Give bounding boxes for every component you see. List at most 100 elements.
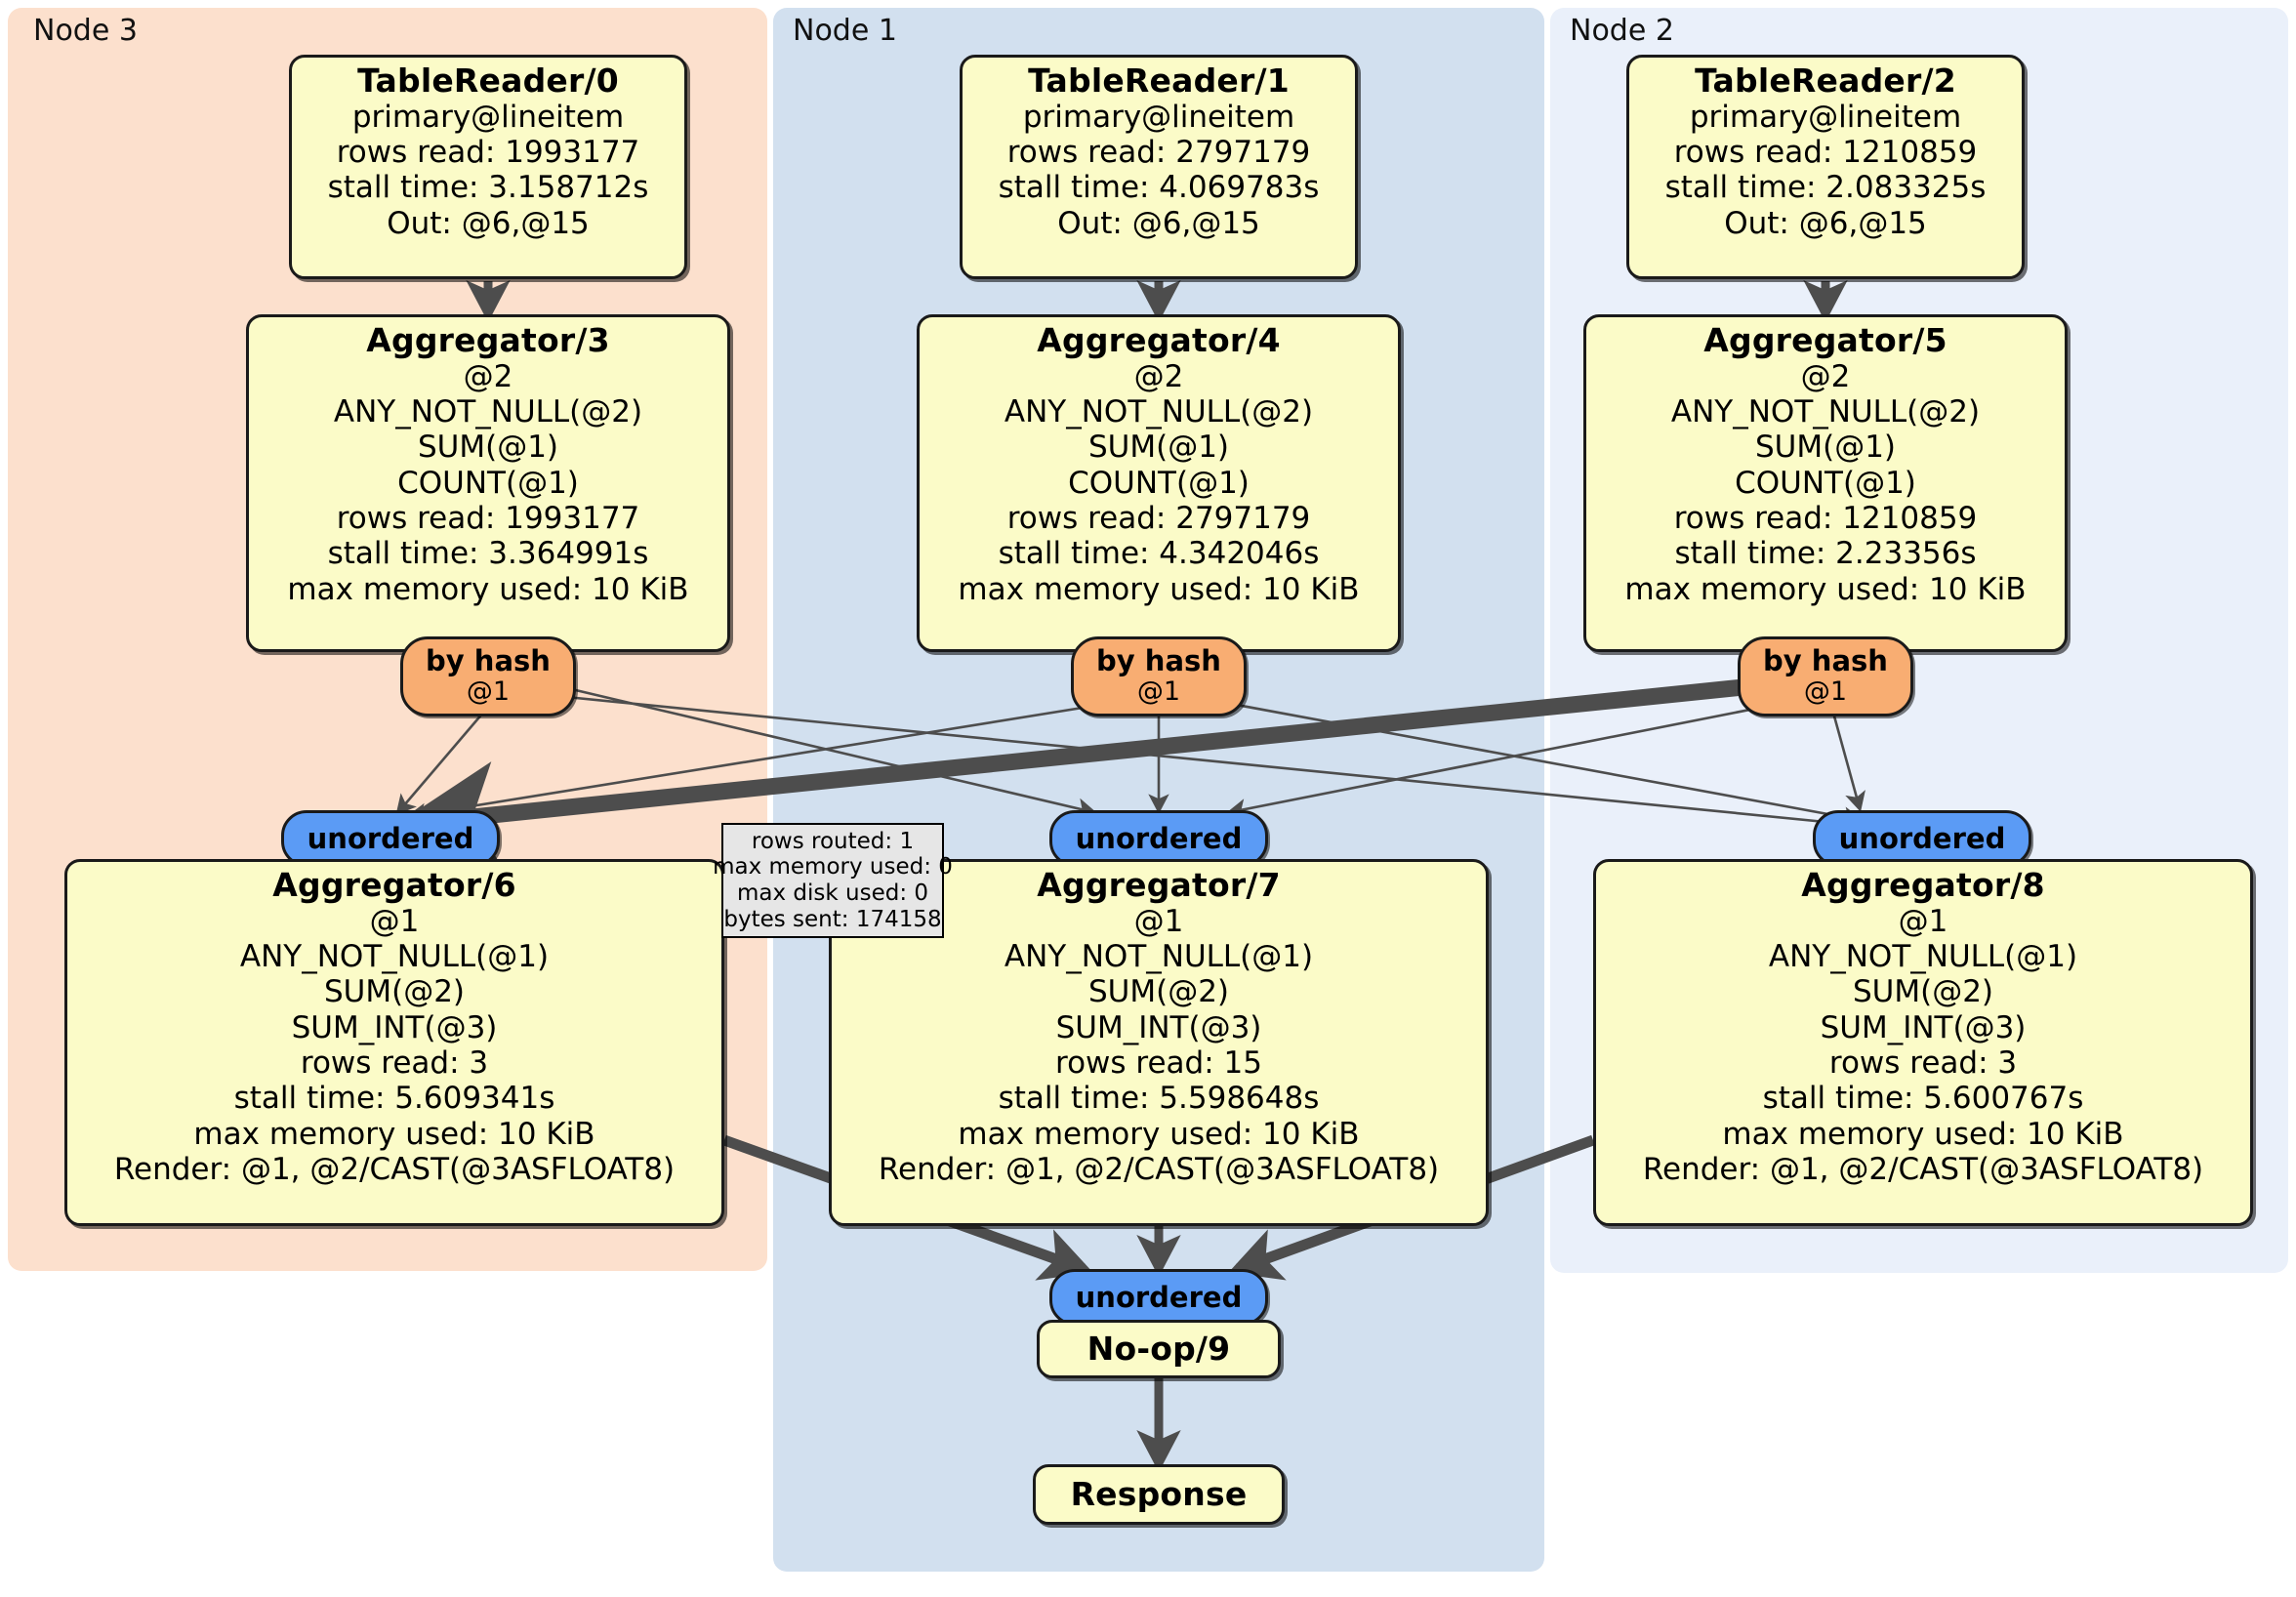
- node-title: Aggregator/4: [1037, 321, 1281, 359]
- tooltip-line: rows routed: 1: [751, 828, 915, 854]
- tooltip-line: max disk used: 0: [736, 880, 929, 906]
- node-line: SUM_INT(@3): [1820, 1009, 2027, 1045]
- stream-unordered-right[interactable]: unordered: [1813, 810, 2031, 867]
- node-line: rows read: 2797179: [1006, 501, 1311, 537]
- router-sublabel: @1: [466, 676, 511, 708]
- edge-stats-tooltip: rows routed: 1 max memory used: 0 max di…: [713, 823, 953, 938]
- node-line: ANY_NOT_NULL(@2): [1004, 394, 1314, 430]
- node-line: stall time: 3.158712s: [327, 170, 649, 206]
- node-title: No-op/9: [1086, 1329, 1231, 1368]
- node-line: Out: @6,@15: [1057, 205, 1260, 241]
- node-line: COUNT(@1): [1068, 465, 1250, 501]
- stream-unordered-final[interactable]: unordered: [1049, 1269, 1268, 1326]
- cluster-label-node1: Node 1: [793, 14, 897, 48]
- node-line: stall time: 5.598648s: [998, 1081, 1320, 1117]
- node-line: primary@lineitem: [1689, 99, 1962, 135]
- stream-label: unordered: [1075, 1280, 1243, 1314]
- node-line: @1: [1133, 903, 1184, 939]
- node-line: stall time: 2.23356s: [1674, 536, 1977, 572]
- node-line: rows read: 3: [1828, 1045, 2018, 1082]
- node-line: rows read: 2797179: [1006, 135, 1311, 171]
- node-line: stall time: 5.609341s: [233, 1081, 555, 1117]
- node-tablereader-2[interactable]: TableReader/2 primary@lineitem rows read…: [1626, 55, 2025, 279]
- stream-unordered-center[interactable]: unordered: [1049, 810, 1268, 867]
- node-line: ANY_NOT_NULL(@1): [1004, 939, 1314, 975]
- node-line: COUNT(@1): [1735, 465, 1916, 501]
- node-aggregator-3[interactable]: Aggregator/3 @2 ANY_NOT_NULL(@2) SUM(@1)…: [246, 314, 730, 652]
- node-title: TableReader/0: [357, 61, 619, 100]
- node-line: rows read: 1993177: [336, 501, 640, 537]
- node-line: Render: @1, @2/CAST(@3ASFLOAT8): [878, 1151, 1440, 1187]
- node-line: rows read: 3: [300, 1045, 489, 1082]
- node-aggregator-5[interactable]: Aggregator/5 @2 ANY_NOT_NULL(@2) SUM(@1)…: [1583, 314, 2068, 652]
- node-line: max memory used: 10 KiB: [1722, 1116, 2124, 1152]
- node-line: stall time: 2.083325s: [1664, 170, 1987, 206]
- stream-label: unordered: [1075, 821, 1243, 855]
- node-line: ANY_NOT_NULL(@1): [1768, 939, 2078, 975]
- node-line: rows read: 1210859: [1673, 501, 1978, 537]
- node-title: Aggregator/5: [1703, 321, 1948, 359]
- node-line: primary@lineitem: [1022, 99, 1295, 135]
- node-aggregator-8[interactable]: Aggregator/8 @1 ANY_NOT_NULL(@1) SUM(@2)…: [1593, 859, 2253, 1226]
- node-noop-9[interactable]: No-op/9: [1037, 1320, 1281, 1378]
- node-line: max memory used: 10 KiB: [958, 1116, 1360, 1152]
- node-line: SUM(@1): [417, 430, 559, 466]
- node-line: ANY_NOT_NULL(@1): [239, 939, 550, 975]
- router-by-hash-center[interactable]: by hash @1: [1071, 636, 1247, 717]
- tooltip-line: bytes sent: 174158: [723, 906, 942, 932]
- node-line: rows read: 1993177: [336, 135, 640, 171]
- cluster-label-node3: Node 3: [33, 14, 138, 48]
- node-line: Out: @6,@15: [387, 205, 590, 241]
- node-line: COUNT(@1): [397, 465, 579, 501]
- node-line: Out: @6,@15: [1724, 205, 1927, 241]
- node-title: Aggregator/3: [366, 321, 610, 359]
- stream-label: unordered: [307, 821, 474, 855]
- node-line: max memory used: 10 KiB: [958, 571, 1360, 607]
- node-line: SUM(@2): [1087, 974, 1230, 1010]
- node-line: @2: [1800, 358, 1851, 394]
- node-line: SUM_INT(@3): [1055, 1009, 1262, 1045]
- router-sublabel: @1: [1136, 676, 1181, 708]
- node-tablereader-1[interactable]: TableReader/1 primary@lineitem rows read…: [960, 55, 1358, 279]
- node-line: ANY_NOT_NULL(@2): [333, 394, 643, 430]
- node-line: Render: @1, @2/CAST(@3ASFLOAT8): [1642, 1151, 2204, 1187]
- node-aggregator-6[interactable]: Aggregator/6 @1 ANY_NOT_NULL(@1) SUM(@2)…: [64, 859, 724, 1226]
- node-tablereader-0[interactable]: TableReader/0 primary@lineitem rows read…: [289, 55, 687, 279]
- node-line: stall time: 5.600767s: [1762, 1081, 2084, 1117]
- node-line: max memory used: 10 KiB: [287, 571, 689, 607]
- node-line: SUM(@2): [323, 974, 466, 1010]
- router-by-hash-left[interactable]: by hash @1: [400, 636, 576, 717]
- node-line: primary@lineitem: [351, 99, 625, 135]
- node-line: SUM(@1): [1754, 430, 1897, 466]
- node-line: stall time: 4.069783s: [998, 170, 1320, 206]
- node-line: max memory used: 10 KiB: [1624, 571, 2027, 607]
- node-line: @2: [1133, 358, 1184, 394]
- router-label: by hash: [426, 644, 551, 678]
- node-line: stall time: 4.342046s: [998, 536, 1320, 572]
- node-line: max memory used: 10 KiB: [193, 1116, 595, 1152]
- node-line: SUM(@2): [1852, 974, 1994, 1010]
- node-title: TableReader/1: [1028, 61, 1290, 100]
- node-line: Render: @1, @2/CAST(@3ASFLOAT8): [113, 1151, 676, 1187]
- node-aggregator-4[interactable]: Aggregator/4 @2 ANY_NOT_NULL(@2) SUM(@1)…: [917, 314, 1401, 652]
- node-line: SUM_INT(@3): [291, 1009, 498, 1045]
- node-title: Response: [1070, 1474, 1248, 1513]
- node-response[interactable]: Response: [1033, 1464, 1285, 1525]
- router-by-hash-right[interactable]: by hash @1: [1738, 636, 1913, 717]
- router-label: by hash: [1763, 644, 1888, 678]
- node-title: Aggregator/7: [1037, 866, 1281, 904]
- node-title: Aggregator/6: [272, 866, 516, 904]
- stream-label: unordered: [1838, 821, 2006, 855]
- node-line: @2: [463, 358, 513, 394]
- node-line: rows read: 15: [1055, 1045, 1262, 1082]
- node-line: @1: [369, 903, 420, 939]
- node-line: stall time: 3.364991s: [327, 536, 649, 572]
- router-sublabel: @1: [1803, 676, 1848, 708]
- router-label: by hash: [1096, 644, 1221, 678]
- node-title: TableReader/2: [1695, 61, 1956, 100]
- cluster-label-node2: Node 2: [1570, 14, 1674, 48]
- node-line: @1: [1898, 903, 1948, 939]
- node-aggregator-7[interactable]: Aggregator/7 @1 ANY_NOT_NULL(@1) SUM(@2)…: [829, 859, 1489, 1226]
- tooltip-line: max memory used: 0: [713, 854, 953, 880]
